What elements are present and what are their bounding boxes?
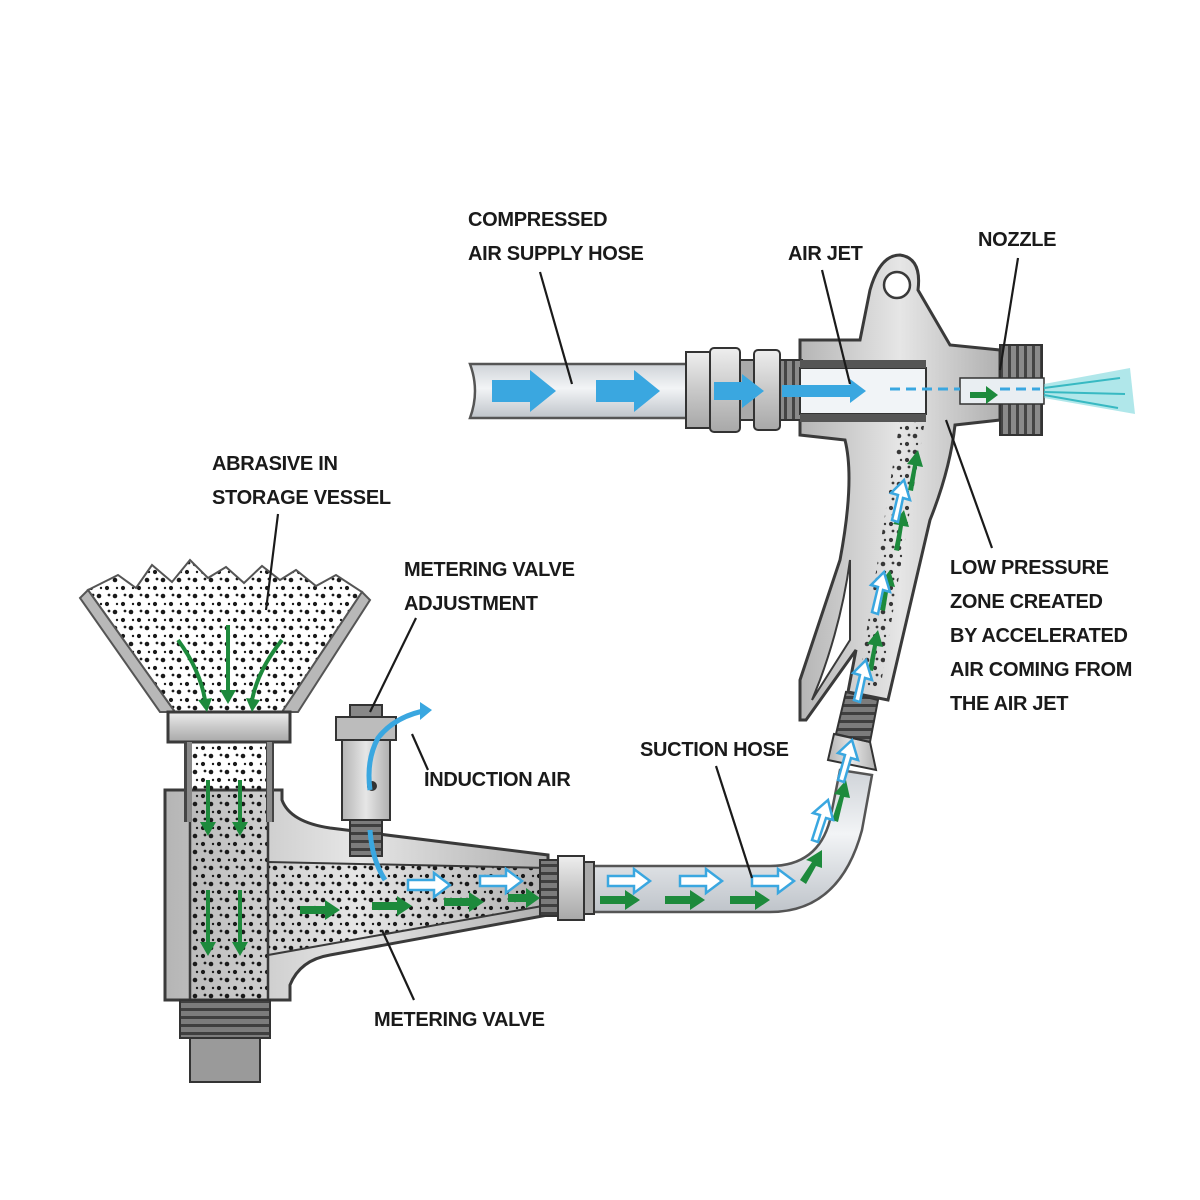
- blast-gun: [798, 253, 1135, 722]
- label-induction-air: INDUCTION AIR: [424, 769, 571, 791]
- label-air-jet: AIR JET: [788, 243, 863, 265]
- label-metering-valve: METERING VALVE: [374, 1009, 545, 1031]
- label-low-pressure-zone: LOW PRESSURE ZONE CREATED BY ACCELERATED…: [950, 557, 1137, 715]
- abrasive-flow-arrows: [176, 625, 284, 942]
- label-suction-hose: SUCTION HOSE: [640, 739, 789, 761]
- arrow-right-icon: [596, 370, 660, 412]
- arrow-icon: [176, 638, 207, 701]
- leader-lines: [264, 257, 1020, 1001]
- label-nozzle: NOZZLE: [978, 229, 1056, 251]
- air-supply-hose: [468, 347, 927, 433]
- arrow-icon: [250, 638, 284, 701]
- label-abrasive-storage-vessel: ABRASIVE IN STORAGE VESSEL: [212, 453, 391, 509]
- arrow-right-icon: [714, 374, 764, 408]
- arrow-right-icon: [492, 370, 556, 412]
- air-flow-arrows: [366, 370, 1040, 900]
- metering-valve-body: [163, 704, 550, 1083]
- label-compressed-air-supply-hose: COMPRESSED AIR SUPPLY HOSE: [468, 209, 644, 265]
- label-metering-valve-adjustment: METERING VALVE ADJUSTMENT: [404, 559, 580, 615]
- storage-vessel: [78, 558, 372, 744]
